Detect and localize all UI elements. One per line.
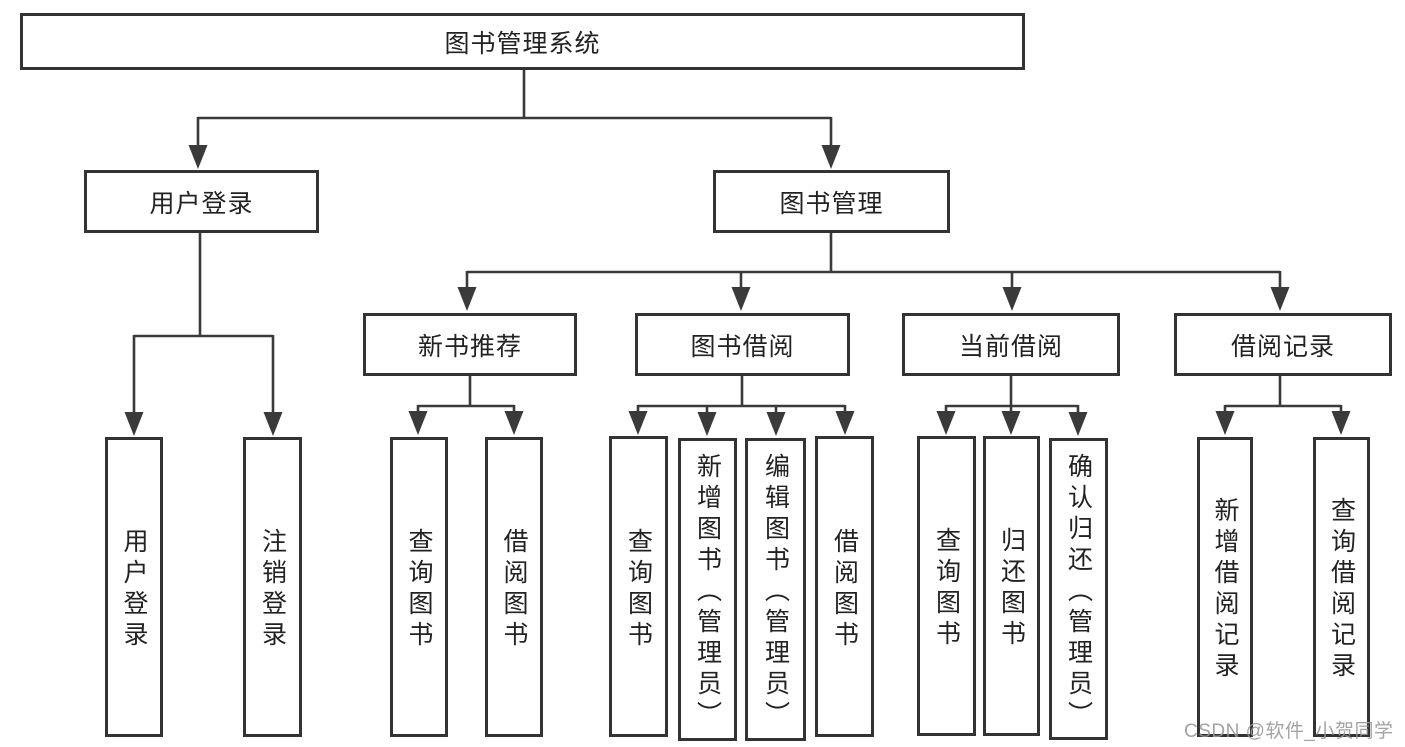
leaf-records-add-record: 新增借阅记录 — [1197, 437, 1253, 737]
leaf-borrowing-add-book-admin-label: 新增图书（管理员） — [693, 453, 722, 732]
leaf-current-confirm-return-admin: 确认归还（管理员） — [1049, 438, 1108, 740]
node-borrowing-records: 借阅记录 — [1174, 313, 1392, 376]
leaf-current-return-books: 归还图书 — [983, 436, 1040, 736]
leaf-records-query-record: 查询借阅记录 — [1313, 437, 1370, 737]
leaf-borrowing-borrow-books-label: 借阅图书 — [830, 527, 859, 652]
leaf-records-query-record-label: 查询借阅记录 — [1327, 497, 1356, 683]
leaf-current-query-books: 查询图书 — [917, 436, 976, 736]
leaf-user-login-label: 用户登录 — [120, 528, 148, 652]
leaf-borrowing-edit-book-admin: 编辑图书（管理员） — [745, 438, 806, 741]
leaf-current-confirm-return-admin-label: 确认归还（管理员） — [1064, 452, 1093, 732]
node-book-management: 图书管理 — [713, 170, 950, 233]
node-library-management-system: 图书管理系统 — [20, 13, 1025, 70]
leaf-logout: 注销登录 — [243, 437, 302, 737]
leaf-borrowing-query-books: 查询图书 — [609, 436, 668, 737]
arrowheads — [124, 145, 1351, 436]
leaf-recommend-borrow-books: 借阅图书 — [485, 437, 543, 737]
leaf-recommend-query-books: 查询图书 — [390, 437, 448, 737]
leaf-records-add-record-label: 新增借阅记录 — [1211, 497, 1239, 683]
node-book-borrowing: 图书借阅 — [635, 313, 850, 376]
node-new-book-recommendation: 新书推荐 — [363, 313, 577, 376]
leaf-borrowing-query-books-label: 查询图书 — [624, 527, 653, 652]
leaf-current-query-books-label: 查询图书 — [932, 527, 961, 651]
leaf-recommend-query-books-label: 查询图书 — [405, 528, 433, 652]
connector-lines — [132, 70, 1343, 413]
leaf-recommend-borrow-books-label: 借阅图书 — [500, 528, 528, 652]
leaf-user-login: 用户登录 — [105, 437, 163, 737]
leaf-current-return-books-label: 归还图书 — [997, 527, 1026, 651]
csdn-watermark: CSDN @软件_小贺同学 — [1184, 721, 1394, 742]
leaf-borrowing-edit-book-admin-label: 编辑图书（管理员） — [761, 453, 790, 732]
leaf-logout-label: 注销登录 — [258, 528, 287, 652]
node-user-login: 用户登录 — [84, 170, 319, 233]
leaf-borrowing-add-book-admin: 新增图书（管理员） — [678, 438, 737, 741]
leaf-borrowing-borrow-books: 借阅图书 — [815, 436, 874, 737]
node-current-borrowing: 当前借阅 — [902, 313, 1120, 376]
